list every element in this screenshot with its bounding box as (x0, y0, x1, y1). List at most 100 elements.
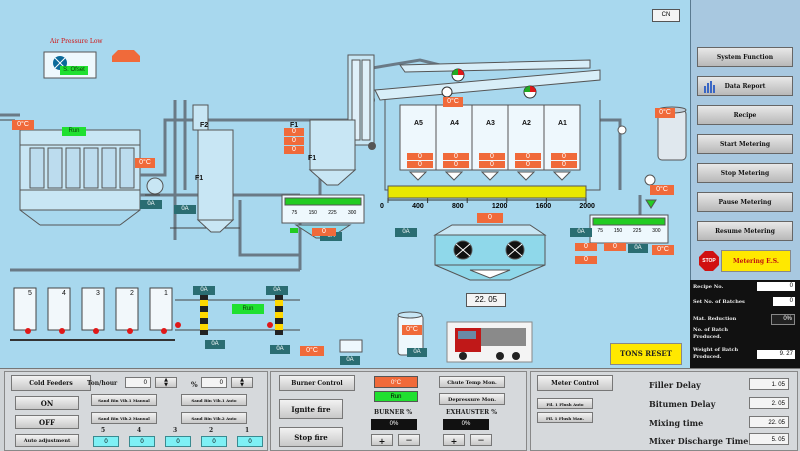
ton-hour-label: Ton/hour (87, 380, 118, 387)
conveyor-run-state: Run (232, 304, 264, 314)
resume-metering-button[interactable]: Resume Metering (697, 221, 793, 241)
feeder-value-input[interactable]: 0 (129, 436, 155, 447)
f1-value: 0 (284, 137, 304, 145)
burner-temp: 0°C (135, 158, 155, 168)
feeder-value-input[interactable]: 0 (201, 436, 227, 447)
hot-bin-value: 0 (407, 161, 433, 168)
bitumen-temp-2: 0°C (402, 325, 422, 335)
feeder-number: 4 (137, 427, 142, 434)
ton-hour-input[interactable]: 0 (125, 377, 151, 388)
auto-adjustment-button[interactable]: Auto adjustment (15, 434, 79, 447)
filler-silo-f2: F2 (200, 122, 209, 129)
teal-readout: 0A (270, 345, 290, 354)
hot-bin-value: 0 (515, 153, 541, 160)
bar-chart-icon (703, 80, 717, 93)
filler-flush-auto-button[interactable]: Fil. 1 Flush Auto (537, 398, 593, 409)
meter-control-button[interactable]: Meter Control (537, 375, 613, 391)
data-report-button[interactable]: Data Report (697, 76, 793, 96)
air-pressure-title: Air Pressure Low (50, 38, 103, 45)
weight-batch-value: 9. 27 (757, 350, 795, 359)
metering-es-button[interactable]: STOP Metering E.S. (697, 250, 793, 272)
teal-readout: 0A (320, 232, 342, 241)
pause-metering-button[interactable]: Pause Metering (697, 192, 793, 212)
lang-button[interactable]: CN (652, 9, 680, 22)
recipe-button[interactable]: Recipe (697, 105, 793, 125)
bitumen-scale-value: 0 (575, 243, 597, 251)
bitumen-delay-value[interactable]: 2. 05 (749, 397, 789, 409)
sand-bin-vib1-auto-button[interactable]: Sand Bin Vib.1 Auto (181, 394, 247, 406)
hot-bin-value: 0 (515, 161, 541, 168)
hot-bin-value: 0 (479, 161, 505, 168)
cold-feeders-title: Cold Feeders (11, 375, 91, 391)
tons-reset-button[interactable]: TONS RESET (610, 343, 682, 365)
burner-pct-label: BURNER % (374, 409, 413, 416)
recipe-no-label: Recipe No. (693, 284, 724, 290)
bitumen-delay-label: Bitumen Delay (649, 399, 716, 409)
hot-bin-value: 0 (407, 153, 433, 160)
percent-stepper[interactable]: ▲▼ (231, 377, 253, 388)
system-function-button[interactable]: System Function (697, 47, 793, 67)
cold-bin-label: 5 (28, 290, 32, 297)
start-metering-button[interactable]: Start Metering (697, 134, 793, 154)
burner-control-button[interactable]: Burner Control (279, 375, 355, 391)
screen-fans (368, 68, 537, 150)
percent-input[interactable]: 0 (201, 377, 227, 388)
sand-bin-vib2-auto-button[interactable]: Sand Bin Vib.2 Auto (181, 412, 247, 424)
filler-flush-man-button[interactable]: Fil. 1 Flush Man. (537, 412, 593, 423)
sand-bin-vib1-manual-button[interactable]: Sand Bin Vib.1 Manual (91, 394, 157, 406)
mixer-discharge-value[interactable]: 5. 05 (749, 433, 789, 445)
dust-run-state: Run (62, 127, 86, 136)
filler-delay-value[interactable]: 1. 05 (749, 378, 789, 390)
cold-bin-label: 1 (164, 290, 168, 297)
baghouse (19, 129, 141, 226)
filler-silo-f1-side: F1 (308, 155, 317, 162)
filler-temp: 0°C (650, 185, 674, 195)
hot-bin-value: 0 (551, 161, 577, 168)
stop-metering-button[interactable]: Stop Metering (697, 163, 793, 183)
hot-bin-label: A2 (522, 120, 531, 127)
feeder-number: 3 (173, 427, 178, 434)
batch-produced-value (773, 329, 795, 338)
burner-plus-button[interactable]: + (371, 434, 393, 446)
on-button[interactable]: ON (15, 396, 79, 410)
mixer-weight-display: 22. 05 (466, 293, 506, 307)
chute-temp-mon-button[interactable]: Chute Temp Mon. (439, 376, 505, 388)
burner-pct-value: 0% (371, 419, 417, 430)
plant-process-diagram (0, 50, 687, 363)
hot-bin-value: 0 (551, 153, 577, 160)
hot-bin-value: 0 (443, 153, 469, 160)
filler-silo-f1-small: F1 (290, 122, 299, 129)
filler-green-indicator (290, 228, 298, 233)
screen-conveyor (374, 59, 601, 101)
metering-es-label: Metering E.S. (721, 250, 791, 272)
mixing-time-label: Mixing time (649, 418, 704, 428)
teal-readout: 0A (628, 244, 648, 253)
exhauster-minus-button[interactable]: — (470, 434, 492, 446)
teal-readout: 0A (193, 286, 215, 295)
burner-minus-button[interactable]: — (398, 434, 420, 446)
depressure-mon-button[interactable]: Depressure Mon. (439, 393, 505, 405)
vibrator-pillars (200, 295, 283, 335)
teal-readout: 0A (174, 205, 196, 214)
hot-bin-label: A4 (450, 120, 459, 127)
hot-bin-scale-ticks (387, 198, 587, 203)
sand-bin-vib2-manual-button[interactable]: Sand Bin Vib.2 Manual (91, 412, 157, 424)
feeder-value-input[interactable]: 0 (237, 436, 263, 447)
hot-bins (384, 100, 601, 191)
mixing-time-value[interactable]: 22. 05 (749, 416, 789, 428)
feeder-value-input[interactable]: 0 (165, 436, 191, 447)
mat-reduction-value[interactable]: 0% (771, 314, 795, 325)
set-batches-value[interactable]: 0 (773, 297, 795, 306)
ton-hour-stepper[interactable]: ▲▼ (155, 377, 177, 388)
stop-fire-button[interactable]: Stop fire (279, 427, 343, 447)
exhauster-plus-button[interactable]: + (443, 434, 465, 446)
burner-temp-display: 0°C (374, 376, 418, 388)
ignite-fire-button[interactable]: Ignite fire (279, 399, 343, 419)
air-pressure-status: S. Ofset (60, 66, 88, 75)
off-button[interactable]: OFF (15, 415, 79, 429)
feeder-value-input[interactable]: 0 (93, 436, 119, 447)
top-bins-temp: 0°C (443, 97, 463, 107)
hot-bin-label: A1 (558, 120, 567, 127)
